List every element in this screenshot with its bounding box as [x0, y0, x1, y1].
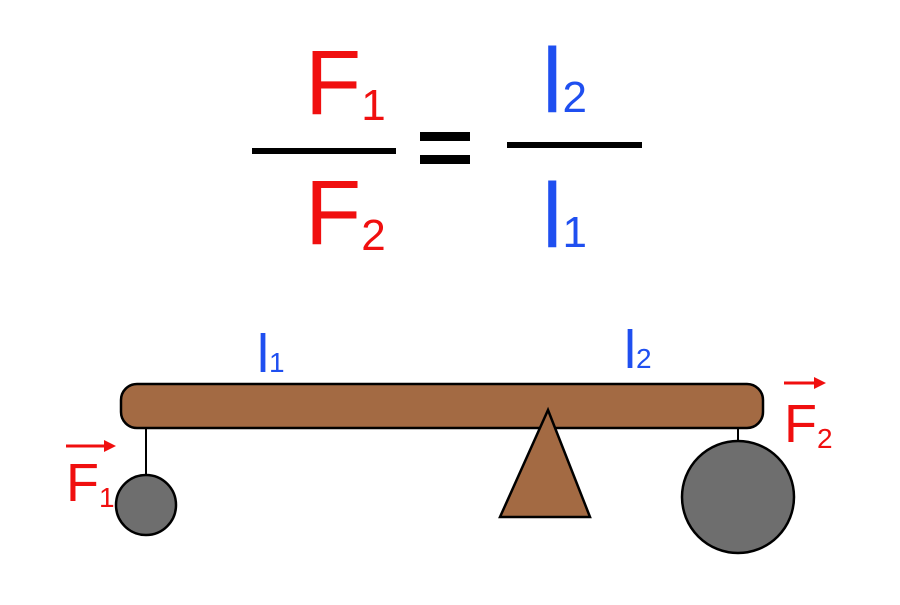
fulcrum-triangle	[498, 406, 592, 519]
equals-bar-top	[420, 132, 470, 141]
arm-label-l1: l1	[257, 324, 285, 384]
denominator-l1: l1	[542, 165, 587, 267]
denominator-f2: F2	[305, 162, 386, 264]
fraction-forces: F1 F2	[252, 32, 396, 264]
force-vector-f1: F1	[66, 440, 116, 513]
force-label-f1: F1	[66, 453, 115, 513]
small-weight	[114, 473, 178, 537]
force-label-f2: F2	[784, 394, 833, 454]
lever-diagram: l1 l2 F1 F2	[66, 320, 833, 555]
vector-arrow-f2-head	[814, 377, 826, 389]
equals-sign: =	[0, 0, 470, 164]
equals-bar-bottom	[420, 155, 470, 164]
arm-label-l2: l2	[624, 320, 652, 380]
vector-arrow-f1-head	[104, 440, 116, 452]
lever-bar	[119, 382, 765, 430]
large-weight	[680, 439, 796, 555]
fraction-arms: l2 l1	[507, 30, 642, 267]
lever-formula: F1 F2 = l2 l1	[0, 0, 642, 267]
force-vector-f2: F2	[784, 377, 833, 454]
numerator-l2: l2	[542, 30, 587, 132]
equals-sign-text: =	[0, 0, 1, 1]
numerator-f1: F1	[305, 32, 386, 134]
